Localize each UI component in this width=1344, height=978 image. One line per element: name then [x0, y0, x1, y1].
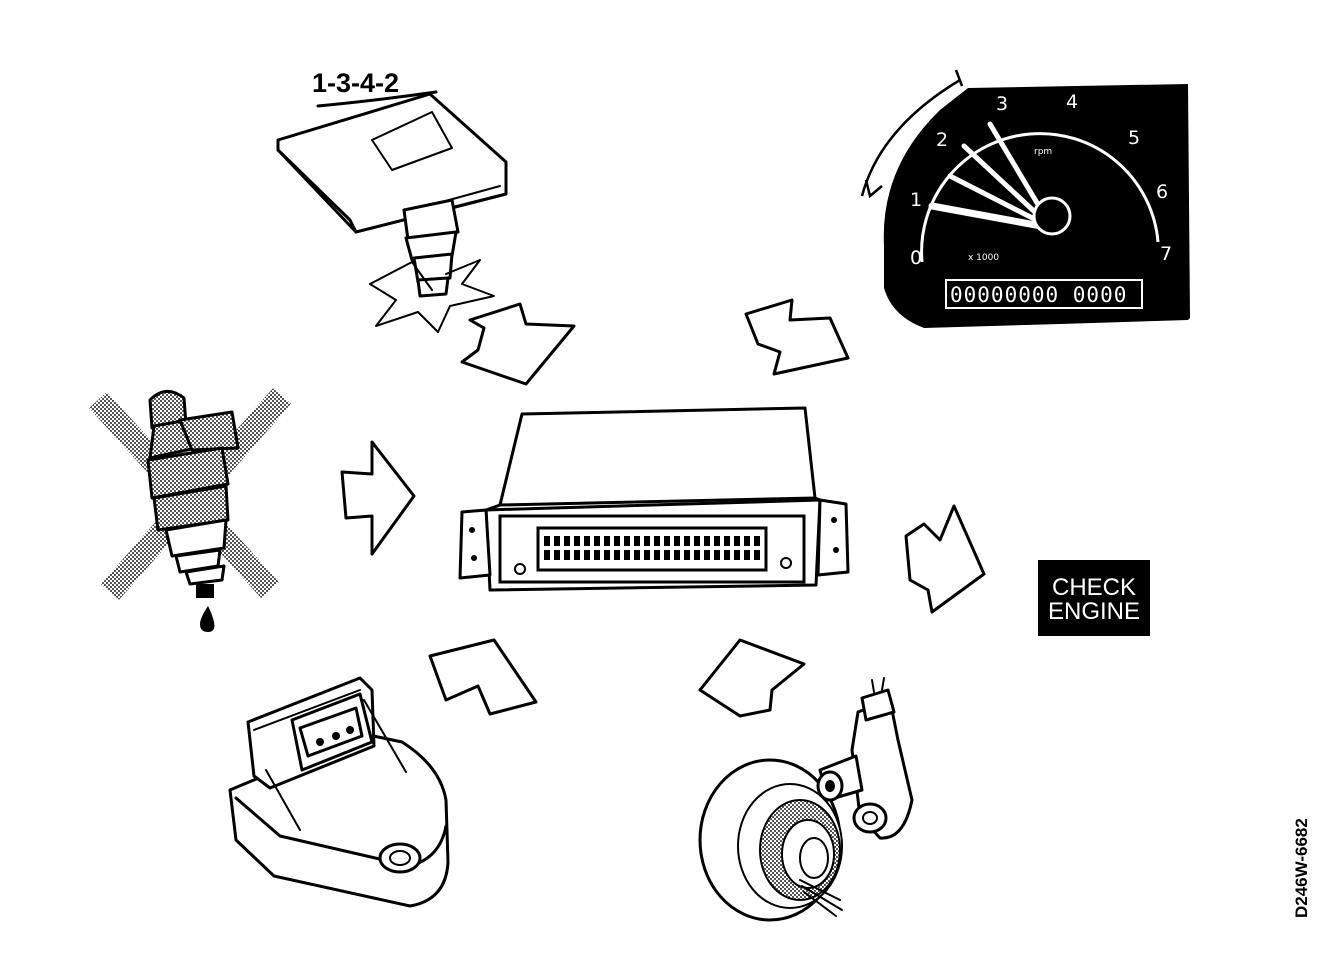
fuel-injector-crossed-icon — [89, 388, 292, 632]
ecu-pin — [644, 550, 650, 560]
arrow-from-crank-sensor — [698, 638, 806, 718]
tachometer-number-0: 0 — [910, 247, 922, 269]
ecu-pin — [734, 550, 740, 560]
ecu-pin — [754, 550, 760, 560]
tachometer-number-2: 2 — [936, 129, 948, 151]
warning-lamp-line1: CHECK — [1052, 574, 1136, 601]
tachometer-number-4: 4 — [1066, 91, 1078, 113]
firing-order-label: 1-3-4-2 — [312, 68, 399, 98]
ecu-pin — [704, 550, 710, 560]
ecu-pin — [604, 550, 610, 560]
ecu-pin — [714, 550, 720, 560]
crankshaft-position-sensor-icon — [698, 677, 914, 922]
ecu-pin — [644, 536, 650, 546]
tachometer-number-3: 3 — [996, 93, 1008, 115]
arrow-from-ignition-coil — [460, 302, 576, 386]
ecu-pin — [724, 536, 730, 546]
ecu-pin — [714, 536, 720, 546]
ecu-pin — [744, 536, 750, 546]
ecu-pin — [664, 550, 670, 560]
ecu-pin — [564, 550, 570, 560]
tachometer-number-7: 7 — [1160, 243, 1172, 265]
ecu-pin — [664, 536, 670, 546]
tachometer-scale: x 1000 — [968, 253, 999, 263]
ecu-pin — [594, 550, 600, 560]
figure-id: D246W-6682 — [1292, 818, 1311, 918]
ecu-pin — [584, 536, 590, 546]
ecu-pin — [694, 550, 700, 560]
ecu-pin — [734, 536, 740, 546]
warning-lamp-line2: ENGINE — [1048, 598, 1140, 625]
ecu-pin — [654, 550, 660, 560]
tachometer-number-1: 1 — [910, 189, 922, 211]
ecu-pin — [614, 536, 620, 546]
ecu-pin — [674, 536, 680, 546]
ecu-pin — [724, 550, 730, 560]
tachometer-number-6: 6 — [1156, 181, 1168, 203]
ecu-pin — [574, 550, 580, 560]
tachometer-dial-numbers: 0 1 2 3 4 5 6 7 — [910, 91, 1172, 269]
arrow-from-injector — [340, 440, 416, 556]
ecu-pin — [654, 536, 660, 546]
check-engine-lamp-icon: CHECK ENGINE — [1038, 560, 1150, 636]
tachometer-unit: rpm — [1034, 147, 1052, 157]
ecu-pin — [544, 550, 550, 560]
ecu-pin — [574, 536, 580, 546]
ignition-coil-icon: 1-3-4-2 — [276, 68, 508, 333]
tachometer-number-5: 5 — [1128, 127, 1140, 149]
ecu-control-unit-icon — [458, 406, 850, 592]
tachometer-icon: 0 1 2 3 4 5 6 7 rpm x 1000 00000000 0000 — [860, 69, 1190, 328]
ecu-pin — [744, 550, 750, 560]
ecu-pin — [634, 550, 640, 560]
ecu-pin — [554, 536, 560, 546]
ecu-pin — [624, 550, 630, 560]
ecu-pin — [594, 536, 600, 546]
ecu-pin — [624, 536, 630, 546]
ecu-pin — [614, 550, 620, 560]
odometer-display: 00000000 0000 — [950, 283, 1127, 307]
arrow-to-check-engine — [904, 504, 986, 614]
ecu-pin — [584, 550, 590, 560]
ecu-pin — [754, 536, 760, 546]
ecu-pin — [684, 536, 690, 546]
ecu-pin — [674, 550, 680, 560]
ecu-pin — [694, 536, 700, 546]
ecu-pin — [544, 536, 550, 546]
ecu-pin — [564, 536, 570, 546]
ecu-connector-pins — [544, 536, 760, 560]
throttle-position-sensor-icon — [228, 676, 450, 908]
arrow-from-throttle-sensor — [428, 638, 538, 716]
arrow-from-tachometer — [744, 298, 850, 376]
ecu-pin — [634, 536, 640, 546]
ecu-pin — [704, 536, 710, 546]
ecu-pin — [554, 550, 560, 560]
ecu-pin — [684, 550, 690, 560]
ecu-pin — [604, 536, 610, 546]
